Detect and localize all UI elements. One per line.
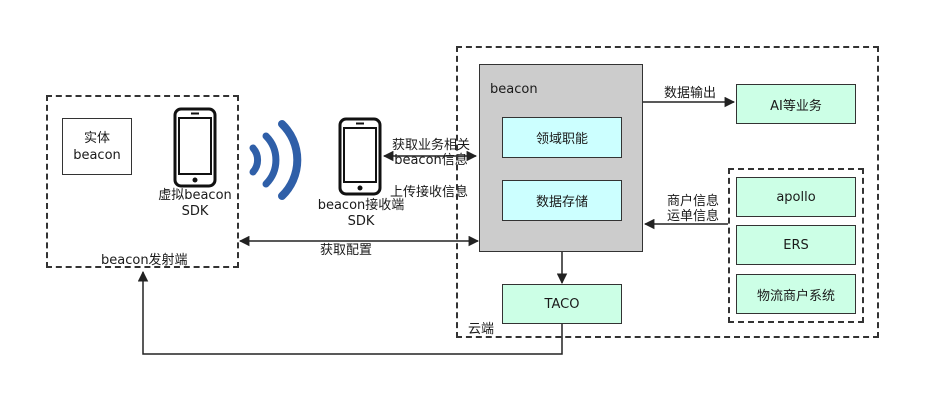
edge-label-get-beacon-info: 获取业务相关 beacon信息: [391, 138, 470, 168]
beacon-server-title: beacon: [490, 82, 538, 97]
arrow-taco-to-emitter: [137, 270, 563, 355]
upstream-systems-group: [728, 168, 864, 323]
logistics-merchant-box[interactable]: 物流商户系统: [736, 274, 856, 314]
edge-label-merchant-waybill: 商户信息 运单信息: [666, 194, 719, 224]
taco-box[interactable]: TACO: [502, 284, 622, 324]
physical-beacon-box[interactable]: 实体 beacon: [62, 118, 132, 175]
receiver-phone-icon: [338, 117, 382, 196]
virtual-beacon-label: 虚拟beacon SDK: [158, 188, 232, 219]
edge-label-data-output: 数据输出: [664, 86, 717, 101]
emitter-group: [46, 95, 239, 268]
ai-business-box[interactable]: AI等业务: [736, 84, 856, 124]
signal-waves-icon: [249, 120, 302, 200]
receiver-label: beacon接收端 SDK: [317, 198, 405, 229]
apollo-box[interactable]: apollo: [736, 177, 856, 217]
cloud-group: [456, 46, 879, 338]
ers-box[interactable]: ERS: [736, 225, 856, 265]
emitter-group-label: beacon发射端: [101, 253, 188, 268]
cloud-group-label: 云端: [468, 322, 495, 337]
data-storage-box[interactable]: 数据存储: [502, 180, 622, 221]
domain-function-box[interactable]: 领域职能: [502, 117, 622, 158]
edge-label-upload-info: 上传接收信息: [390, 185, 469, 200]
virtual-beacon-phone-icon: [173, 107, 217, 188]
edge-label-get-config: 获取配置: [320, 243, 373, 258]
